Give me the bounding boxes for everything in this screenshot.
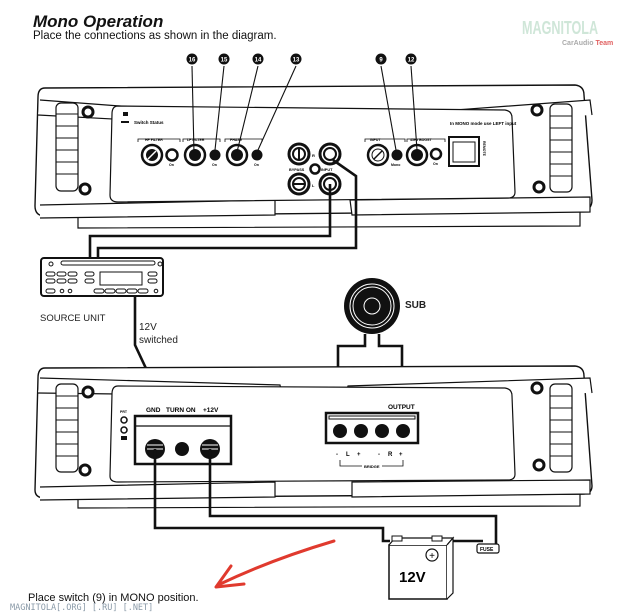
callout-leaders (191, 65, 418, 154)
terminal-r-minus: - (378, 452, 380, 458)
output-label: OUTPUT (388, 404, 415, 411)
rca-l-label: L (312, 183, 315, 188)
terminal-l: L (346, 452, 350, 458)
battery-label: 12V (399, 569, 426, 586)
power-led (120, 426, 128, 434)
section-label-lp-filter: LP FILTER (187, 138, 205, 142)
brand-logo: MAGNITOLA CarAudio Team (522, 18, 618, 48)
red-arrow-annotation (214, 539, 336, 589)
input-label: INPUT (321, 168, 333, 172)
boost-switch[interactable] (429, 147, 443, 161)
callout-16: 16 (186, 53, 198, 65)
source-unit-label: SOURCE UNIT (40, 313, 106, 324)
remote-label: REMOTE (482, 141, 486, 157)
battery: + 12V (388, 535, 455, 600)
hp-filter-switch[interactable] (165, 148, 179, 162)
rca-cables (88, 158, 358, 258)
wire-label-line1: 12V (139, 322, 157, 333)
callout-9: 9 (375, 53, 387, 65)
plus12v-label: +12V (203, 407, 219, 414)
page-subtitle: Place the connections as shown in the di… (33, 30, 277, 42)
mono-stereo-switch[interactable] (391, 149, 403, 161)
sub-label: SUB (405, 300, 427, 311)
output-r-plus[interactable] (396, 424, 410, 438)
prot-led (120, 416, 128, 424)
fuse: FUSE (476, 543, 500, 554)
right-heatsink (530, 103, 573, 194)
svg-text:13: 13 (293, 58, 300, 64)
left-heatsink (55, 102, 95, 196)
remote-port[interactable] (448, 136, 480, 167)
turn-on-label: TURN ON (166, 407, 196, 414)
input-gain-knob[interactable] (366, 143, 390, 167)
svg-text:12: 12 (408, 58, 415, 64)
svg-text:14: 14 (255, 58, 262, 64)
terminal-r-plus: + (399, 452, 403, 458)
section-label-hp-filter: HP FILTER (145, 138, 163, 142)
section-label-input: INPUT (370, 138, 381, 142)
terminal-r: R (388, 452, 393, 458)
callout-12: 12 (405, 53, 417, 65)
svg-text:15: 15 (221, 58, 228, 64)
callout-15: 15 (218, 53, 230, 65)
wire-label-line2: switched (139, 335, 178, 346)
switch-label-2: On (212, 163, 217, 167)
callout-14: 14 (252, 53, 264, 65)
prot-label: PRT (120, 410, 128, 414)
bridge-label: BRIDGE (364, 464, 380, 469)
top-amplifier: Switch Status HP FILTER LP FILTER PHASE … (34, 65, 593, 229)
terminal-l-plus: + (357, 452, 361, 458)
lp-filter-knob[interactable] (183, 143, 207, 167)
wire-label: 12V switched (139, 321, 178, 347)
switch-label-5: On (433, 162, 438, 166)
watermark: MAGNITOLA[.ORG] [.RU] [.NET] (10, 603, 154, 613)
gnd-label: GND (146, 407, 161, 414)
svg-text:9: 9 (379, 58, 383, 64)
bottom-amplifier: PRT GND TURN ON +12V OUTPUT - L + - R + (34, 365, 593, 509)
phase-switch[interactable] (251, 149, 263, 161)
mono-note: In MONO mode use LEFT input (450, 121, 517, 126)
battery-plus: + (429, 551, 435, 562)
logo-sub-text: CarAudio Team (562, 40, 613, 47)
terminal-l-minus: - (336, 452, 338, 458)
phase-knob[interactable] (225, 143, 249, 167)
output-l-plus[interactable] (354, 424, 368, 438)
section-label-phase: PHASE (230, 138, 243, 142)
callout-13: 13 (290, 53, 302, 65)
switch-label-mono: Mono (391, 163, 400, 167)
output-r-minus[interactable] (375, 424, 389, 438)
page-title: Mono Operation (33, 12, 164, 31)
switch-label-1: On (169, 163, 174, 167)
rca-bypass-r[interactable] (287, 142, 311, 166)
logo-main-text: MAGNITOLA (522, 18, 599, 38)
footer-instruction: Place switch (9) in MONO position. (28, 592, 199, 604)
rca-r-label: R (312, 153, 315, 158)
bottom-left-heatsink (55, 383, 95, 477)
switch-label-3: On (254, 163, 259, 167)
output-l-minus[interactable] (333, 424, 347, 438)
rca-input-r[interactable] (318, 142, 342, 166)
fuse-label: FUSE (480, 547, 494, 553)
lp-filter-switch[interactable] (209, 149, 221, 161)
source-unit[interactable] (40, 257, 164, 297)
section-label-boost: 45Hz BOOST (410, 138, 432, 142)
bypass-label: BYPASS (289, 168, 305, 172)
rca-bypass-l[interactable] (287, 172, 311, 196)
hp-filter-knob[interactable] (140, 143, 164, 167)
switch-status-label: Switch Status (134, 120, 164, 125)
svg-text:16: 16 (189, 58, 196, 64)
bottom-right-heatsink (530, 381, 573, 473)
turn-on-terminal[interactable] (175, 442, 189, 456)
logo-sub-gray: CarAudio (562, 40, 594, 47)
logo-sub-red: Team (595, 40, 614, 47)
